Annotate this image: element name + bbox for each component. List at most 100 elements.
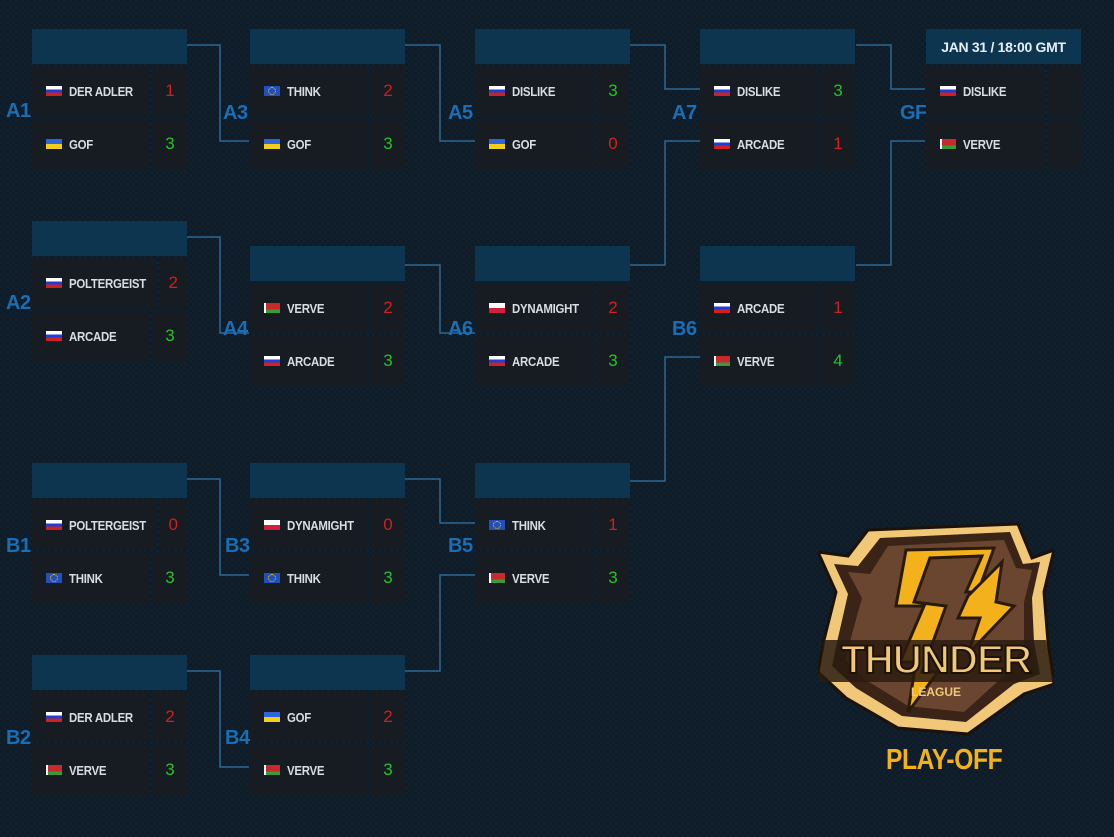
round-label-b2: B2 [6, 727, 31, 749]
team-cell: ARCADE [475, 336, 593, 386]
match-header [475, 29, 630, 64]
team-cell: VERVE [700, 336, 818, 386]
team-score: 0 [159, 500, 187, 550]
pl-flag-icon [264, 520, 280, 530]
round-label-b4: B4 [225, 727, 250, 749]
by-flag-icon [489, 573, 505, 583]
logo-subtitle: LEAGUE [911, 685, 961, 699]
team-row[interactable]: DYNAMIGHT 2 [475, 283, 630, 333]
team-cell: THINK [32, 553, 150, 603]
team-cell: DISLIKE [926, 66, 1044, 116]
team-name: DYNAMIGHT [512, 300, 579, 316]
team-name: POLTERGEIST [69, 275, 146, 291]
team-score: 2 [371, 66, 405, 116]
team-name: GOF [287, 709, 311, 725]
round-label-b1: B1 [6, 535, 31, 557]
team-cell: DISLIKE [700, 66, 818, 116]
team-name: ARCADE [737, 300, 785, 316]
team-name: DISLIKE [963, 83, 1007, 99]
ua-flag-icon [264, 139, 280, 149]
ru-flag-icon [46, 520, 62, 530]
team-name: DYNAMIGHT [287, 517, 354, 533]
team-score: 3 [153, 119, 187, 169]
ru-flag-icon [264, 356, 280, 366]
ru-flag-icon [46, 278, 62, 288]
team-name: THINK [69, 570, 103, 586]
ru-flag-icon [714, 86, 730, 96]
match-header [250, 29, 405, 64]
team-name: ARCADE [512, 353, 560, 369]
team-score: 1 [821, 119, 855, 169]
team-row[interactable]: VERVE [926, 119, 1081, 169]
team-score: 2 [596, 283, 630, 333]
thunder-league-logo: THUNDER LEAGUE [818, 522, 1054, 736]
team-name: DER ADLER [69, 83, 133, 99]
team-row[interactable]: ARCADE 3 [250, 336, 405, 386]
team-cell: ARCADE [700, 119, 818, 169]
team-score [1047, 119, 1081, 169]
team-score: 3 [371, 119, 405, 169]
team-score: 2 [371, 283, 405, 333]
ua-flag-icon [264, 712, 280, 722]
by-flag-icon [264, 303, 280, 313]
round-label-a3: A3 [223, 102, 248, 124]
team-row[interactable]: THINK 3 [32, 553, 187, 603]
round-label-a6: A6 [448, 318, 473, 340]
team-cell: GOF [475, 119, 593, 169]
team-cell: ARCADE [250, 336, 368, 386]
team-name: VERVE [963, 136, 1001, 152]
team-score: 3 [596, 553, 630, 603]
round-label-a5: A5 [448, 102, 473, 124]
team-score: 3 [596, 66, 630, 116]
team-score: 0 [596, 119, 630, 169]
match-header [700, 29, 855, 64]
team-name: ARCADE [287, 353, 335, 369]
team-score: 3 [371, 336, 405, 386]
team-score: 3 [153, 553, 187, 603]
team-name: DISLIKE [737, 83, 781, 99]
team-row[interactable]: DISLIKE [926, 66, 1081, 116]
team-name: DER ADLER [69, 709, 133, 725]
match-header [250, 463, 405, 498]
team-name: GOF [287, 136, 311, 152]
team-score: 1 [596, 500, 630, 550]
match-header [475, 463, 630, 498]
match-header [32, 463, 187, 498]
team-cell: VERVE [32, 745, 150, 795]
team-score: 3 [371, 553, 405, 603]
team-cell: VERVE [250, 283, 368, 333]
match-header [250, 655, 405, 690]
team-row[interactable]: GOF 3 [250, 119, 405, 169]
team-cell: POLTERGEIST [32, 500, 157, 550]
round-label-b3: B3 [225, 535, 250, 557]
match-header [32, 655, 187, 690]
